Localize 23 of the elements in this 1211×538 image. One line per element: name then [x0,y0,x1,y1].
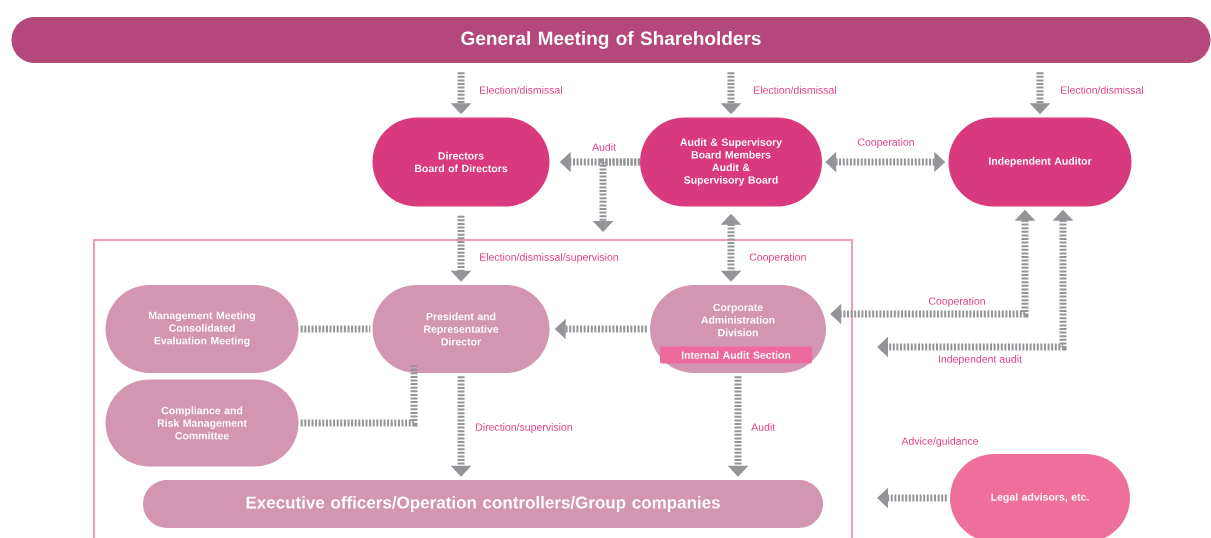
edge-label: Audit [750,422,777,432]
section-tag: Internal Audit Section [660,346,812,364]
group-frame [93,239,853,538]
edge-label: Advice/guidance [900,436,980,448]
edge-label: Cooperation [927,296,987,308]
edge-label: Election/dismissal [478,85,564,95]
edge-label: Independent audit [936,354,1024,366]
edge-label: Cooperation [748,252,808,264]
edge-label: Election/dismissal [1059,85,1145,95]
edge-label: Election/dismissal [752,85,838,95]
edge-label: Cooperation [856,137,916,149]
rounded-box: Audit & Supervisory Board Members Audit & Supervisory Board [640,117,822,207]
rounded-box: Compliance and Risk Management Committee [105,379,299,467]
edge-label: Election/dismissal/supervision [478,252,620,264]
edge-label: Audit [591,142,617,152]
rounded-box: Legal advisors, etc. [950,454,1130,538]
edge-label: Direction/supervision [474,422,574,434]
title-band: General Meeting of Shareholders [11,17,1211,63]
rounded-box: President and Representative Director [372,285,550,373]
rounded-box: Independent Auditor [948,117,1132,207]
rounded-box: Executive officers/Operation controllers/Group companies [143,480,823,528]
rounded-box: Directors Board of Directors [372,117,550,207]
rounded-box: Management Meeting Consolidated Evaluation Meeting [105,285,299,373]
